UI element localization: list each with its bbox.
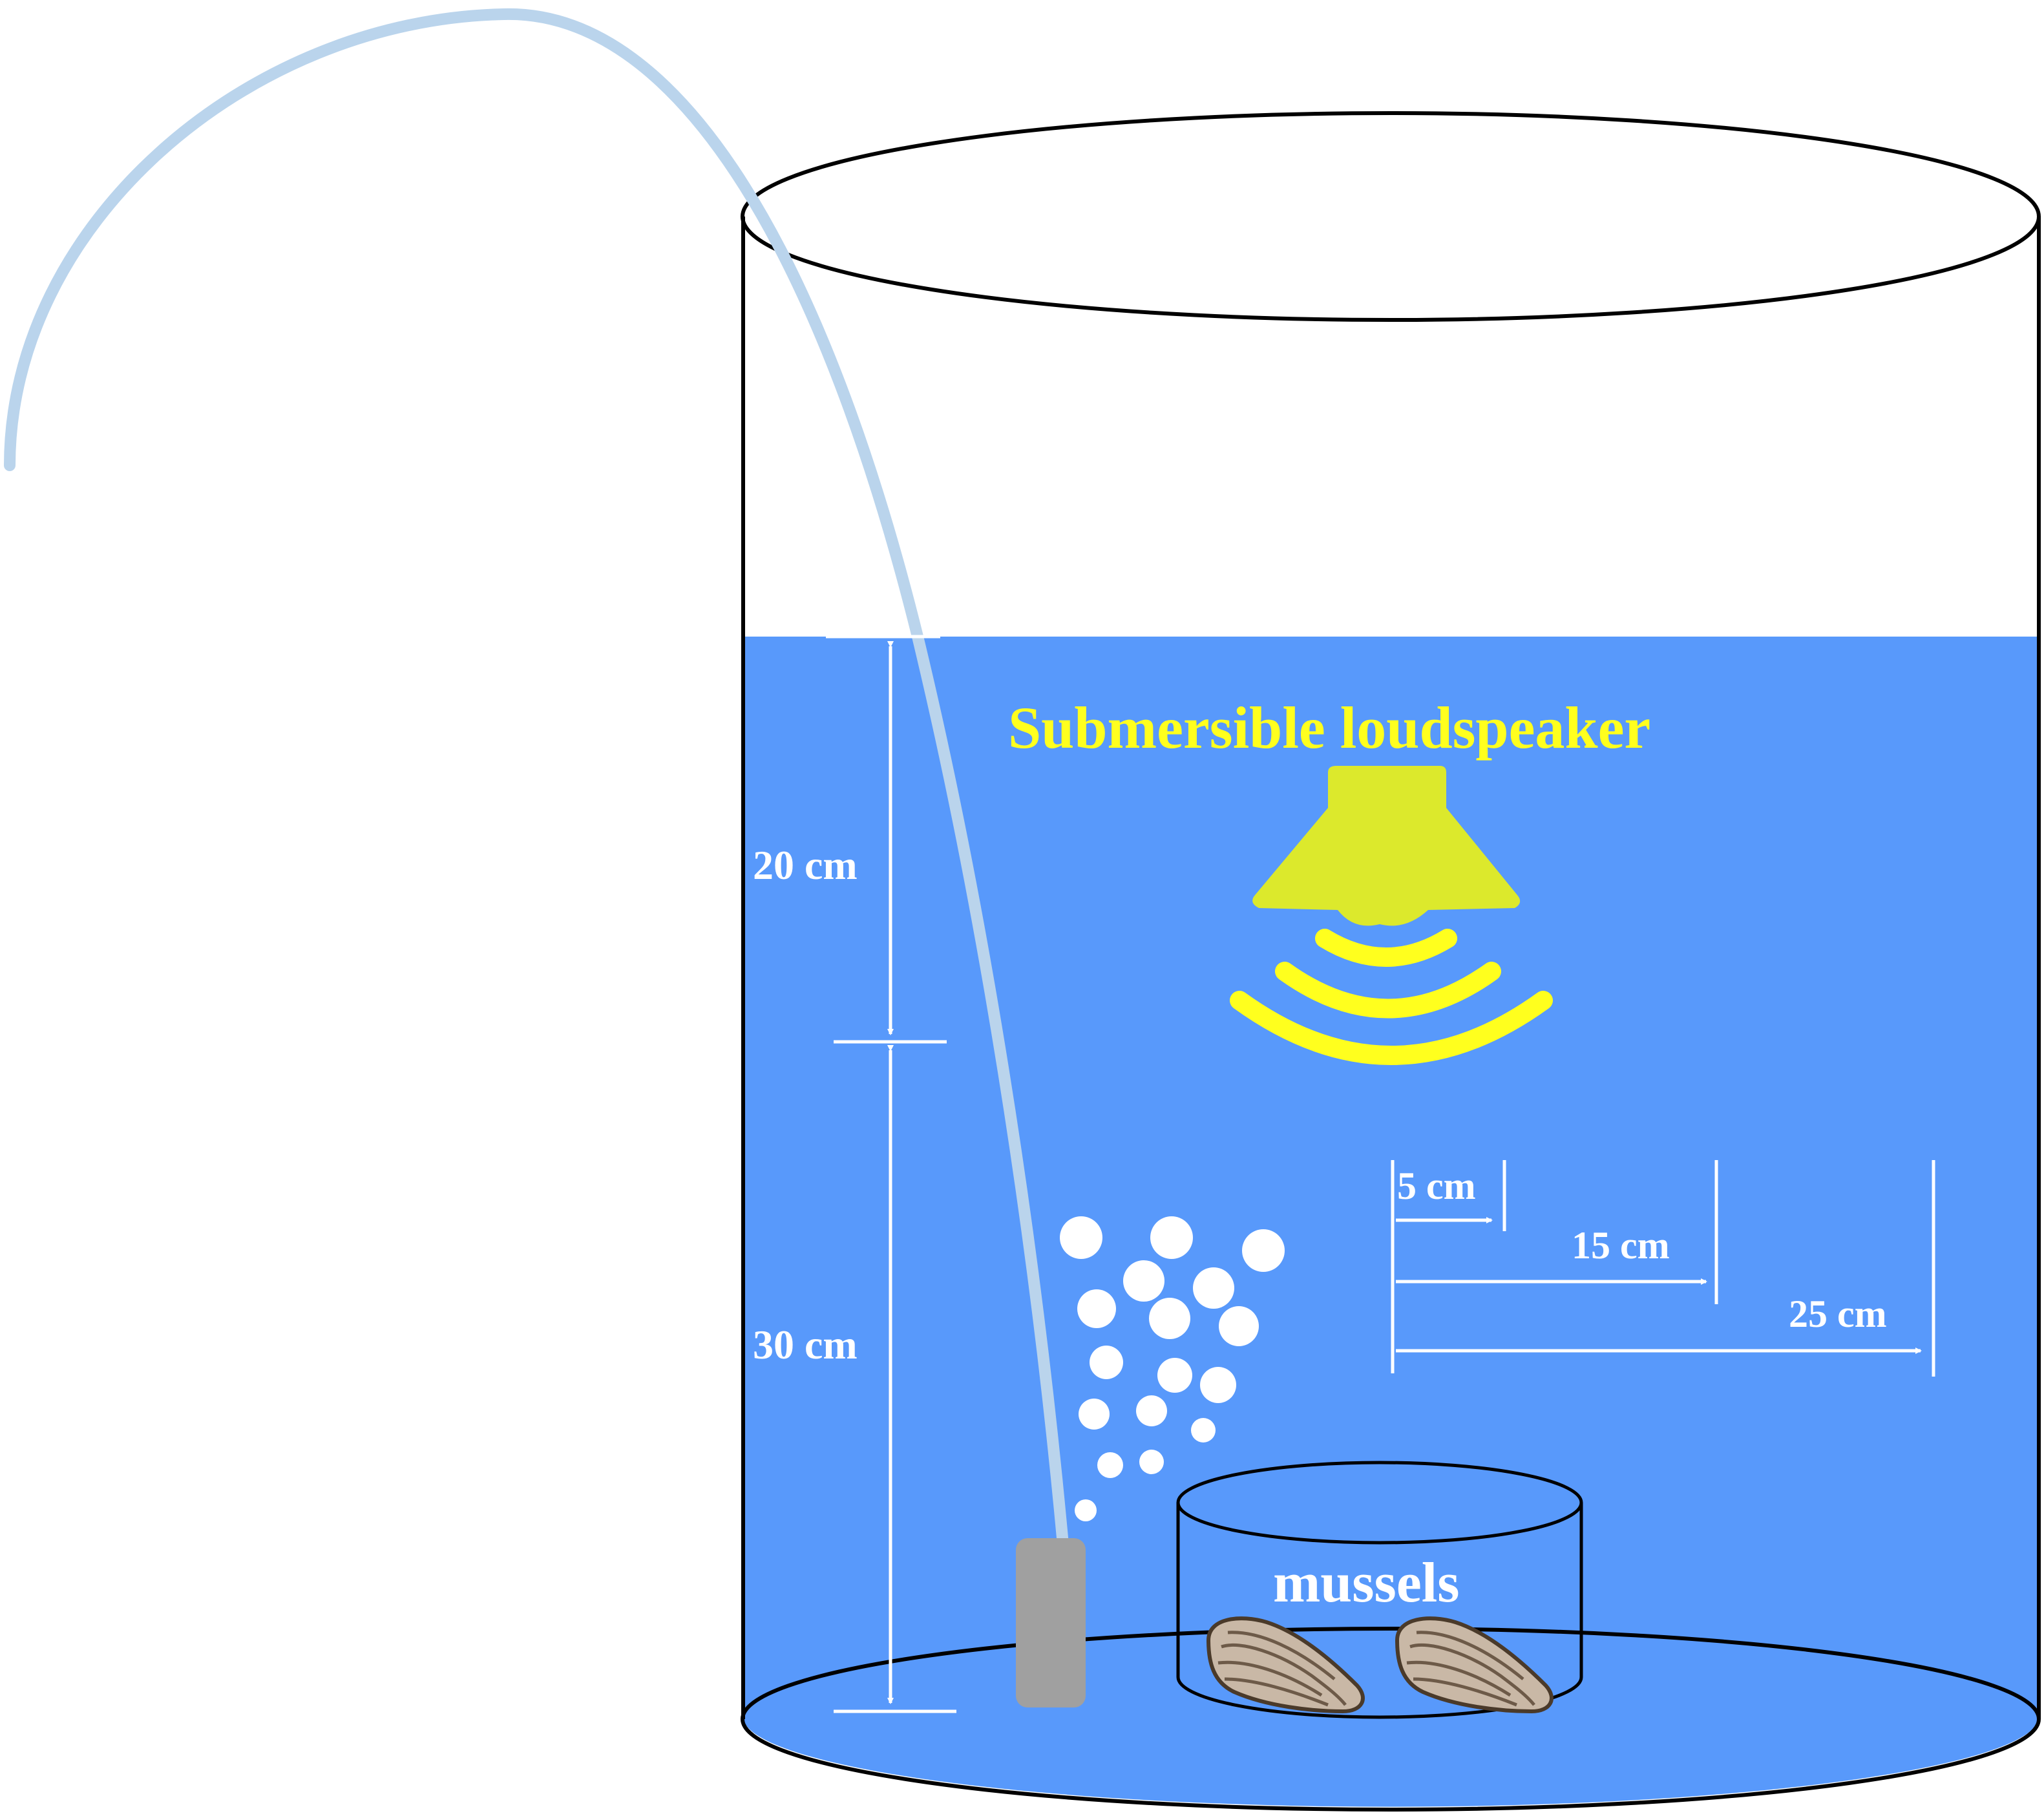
bubble — [1090, 1346, 1123, 1379]
mussel-ridge — [1221, 1643, 1347, 1706]
mussel-shell — [1206, 1616, 1365, 1714]
mussel-icon — [1395, 1616, 1554, 1714]
mussels-label: mussels — [1273, 1552, 1460, 1614]
mussel-ridge — [1413, 1677, 1517, 1707]
distance-far-label: 25 cm — [1789, 1293, 1887, 1335]
mussel-ridge — [1406, 1660, 1512, 1697]
mussel-shell — [1395, 1616, 1554, 1714]
bubble — [1193, 1267, 1234, 1309]
bubble — [1075, 1499, 1097, 1521]
sound-wave — [1315, 929, 1457, 967]
mussel-ridge — [1224, 1677, 1329, 1707]
bubble — [1242, 1229, 1285, 1272]
bubbles — [1060, 1216, 1285, 1521]
sound-wave — [1230, 991, 1553, 1065]
loudspeaker-icon — [1252, 766, 1521, 926]
sound-wave — [1275, 962, 1501, 1019]
bubble — [1200, 1367, 1236, 1403]
bubble — [1077, 1289, 1116, 1328]
mussel-ridge — [1217, 1660, 1323, 1697]
mussel-ridge — [1416, 1631, 1524, 1680]
tank-top-rim — [741, 111, 2041, 322]
sound-waves-icon — [1230, 929, 1553, 1065]
bubble — [1150, 1216, 1193, 1259]
bubble — [1219, 1306, 1259, 1346]
depth-dimensions — [826, 635, 956, 1713]
distance-mid-label: 15 cm — [1572, 1224, 1670, 1267]
depth-lower-label: 30 cm — [753, 1322, 858, 1368]
bubble — [1139, 1450, 1164, 1474]
mussel-container — [1176, 1461, 1583, 1719]
mussel-ridge — [1409, 1643, 1535, 1706]
mussel-ridge — [1227, 1631, 1336, 1680]
container-bottom — [1176, 1676, 1583, 1719]
distance-markers — [1391, 1160, 1935, 1377]
bubble — [1157, 1358, 1192, 1393]
mussel-icon — [1206, 1616, 1365, 1714]
speaker-label: Submersible loudspeaker — [1008, 695, 1650, 761]
bubble — [1149, 1298, 1190, 1339]
bubble — [1060, 1216, 1102, 1259]
air-tube — [4, 8, 1069, 1550]
air-stone — [1016, 1538, 1086, 1707]
bubble — [1097, 1452, 1123, 1478]
distance-near-label: 5 cm — [1397, 1165, 1476, 1207]
bubble — [1079, 1399, 1110, 1430]
depth-upper-label: 20 cm — [753, 842, 858, 888]
bubble — [1123, 1260, 1164, 1302]
bubble — [1136, 1395, 1167, 1426]
bubble — [1191, 1418, 1216, 1443]
